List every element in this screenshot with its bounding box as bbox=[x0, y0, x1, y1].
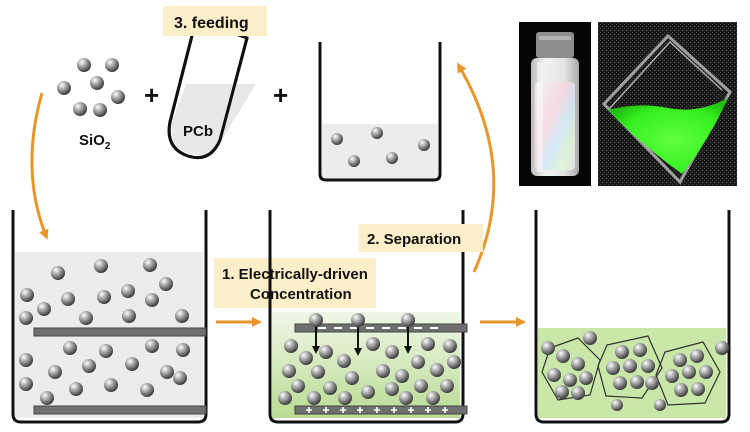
pcb-label: PCb bbox=[183, 123, 213, 140]
separation-arrow bbox=[456, 62, 496, 273]
separation-label-box bbox=[359, 224, 483, 252]
vial-photo bbox=[519, 22, 591, 186]
initial-dispersion-beaker bbox=[11, 210, 208, 424]
negative-electrode bbox=[294, 323, 468, 333]
assembled-crystal-beaker bbox=[534, 210, 731, 424]
feeding-label-box bbox=[163, 6, 267, 36]
fluorescent-film-photo bbox=[598, 22, 737, 186]
positive-charges bbox=[306, 407, 448, 413]
feeding-label: 3. feeding bbox=[174, 15, 249, 32]
positive-electrode bbox=[294, 405, 468, 415]
separation-label: 2. Separation bbox=[367, 231, 461, 248]
feed-arrow bbox=[30, 92, 49, 240]
concentration-beaker bbox=[268, 210, 468, 424]
crystal-domain-boundaries bbox=[541, 335, 721, 406]
sio2-particle-cluster bbox=[57, 58, 125, 117]
concentration-label-box bbox=[214, 258, 376, 308]
recovered-particles-beaker bbox=[318, 42, 442, 182]
upper-electrode bbox=[33, 327, 207, 337]
plus-sign-2: + bbox=[273, 80, 288, 110]
lower-electrode bbox=[33, 405, 207, 415]
pcb-test-tube bbox=[167, 18, 256, 160]
concentration-label-line2: Concentration bbox=[250, 286, 352, 303]
concentration-label-line1: 1. Electrically-driven bbox=[222, 266, 368, 283]
sio2-label: SiO2 bbox=[79, 132, 111, 152]
migration-arrows bbox=[312, 327, 412, 356]
plus-sign-1: + bbox=[144, 80, 159, 110]
